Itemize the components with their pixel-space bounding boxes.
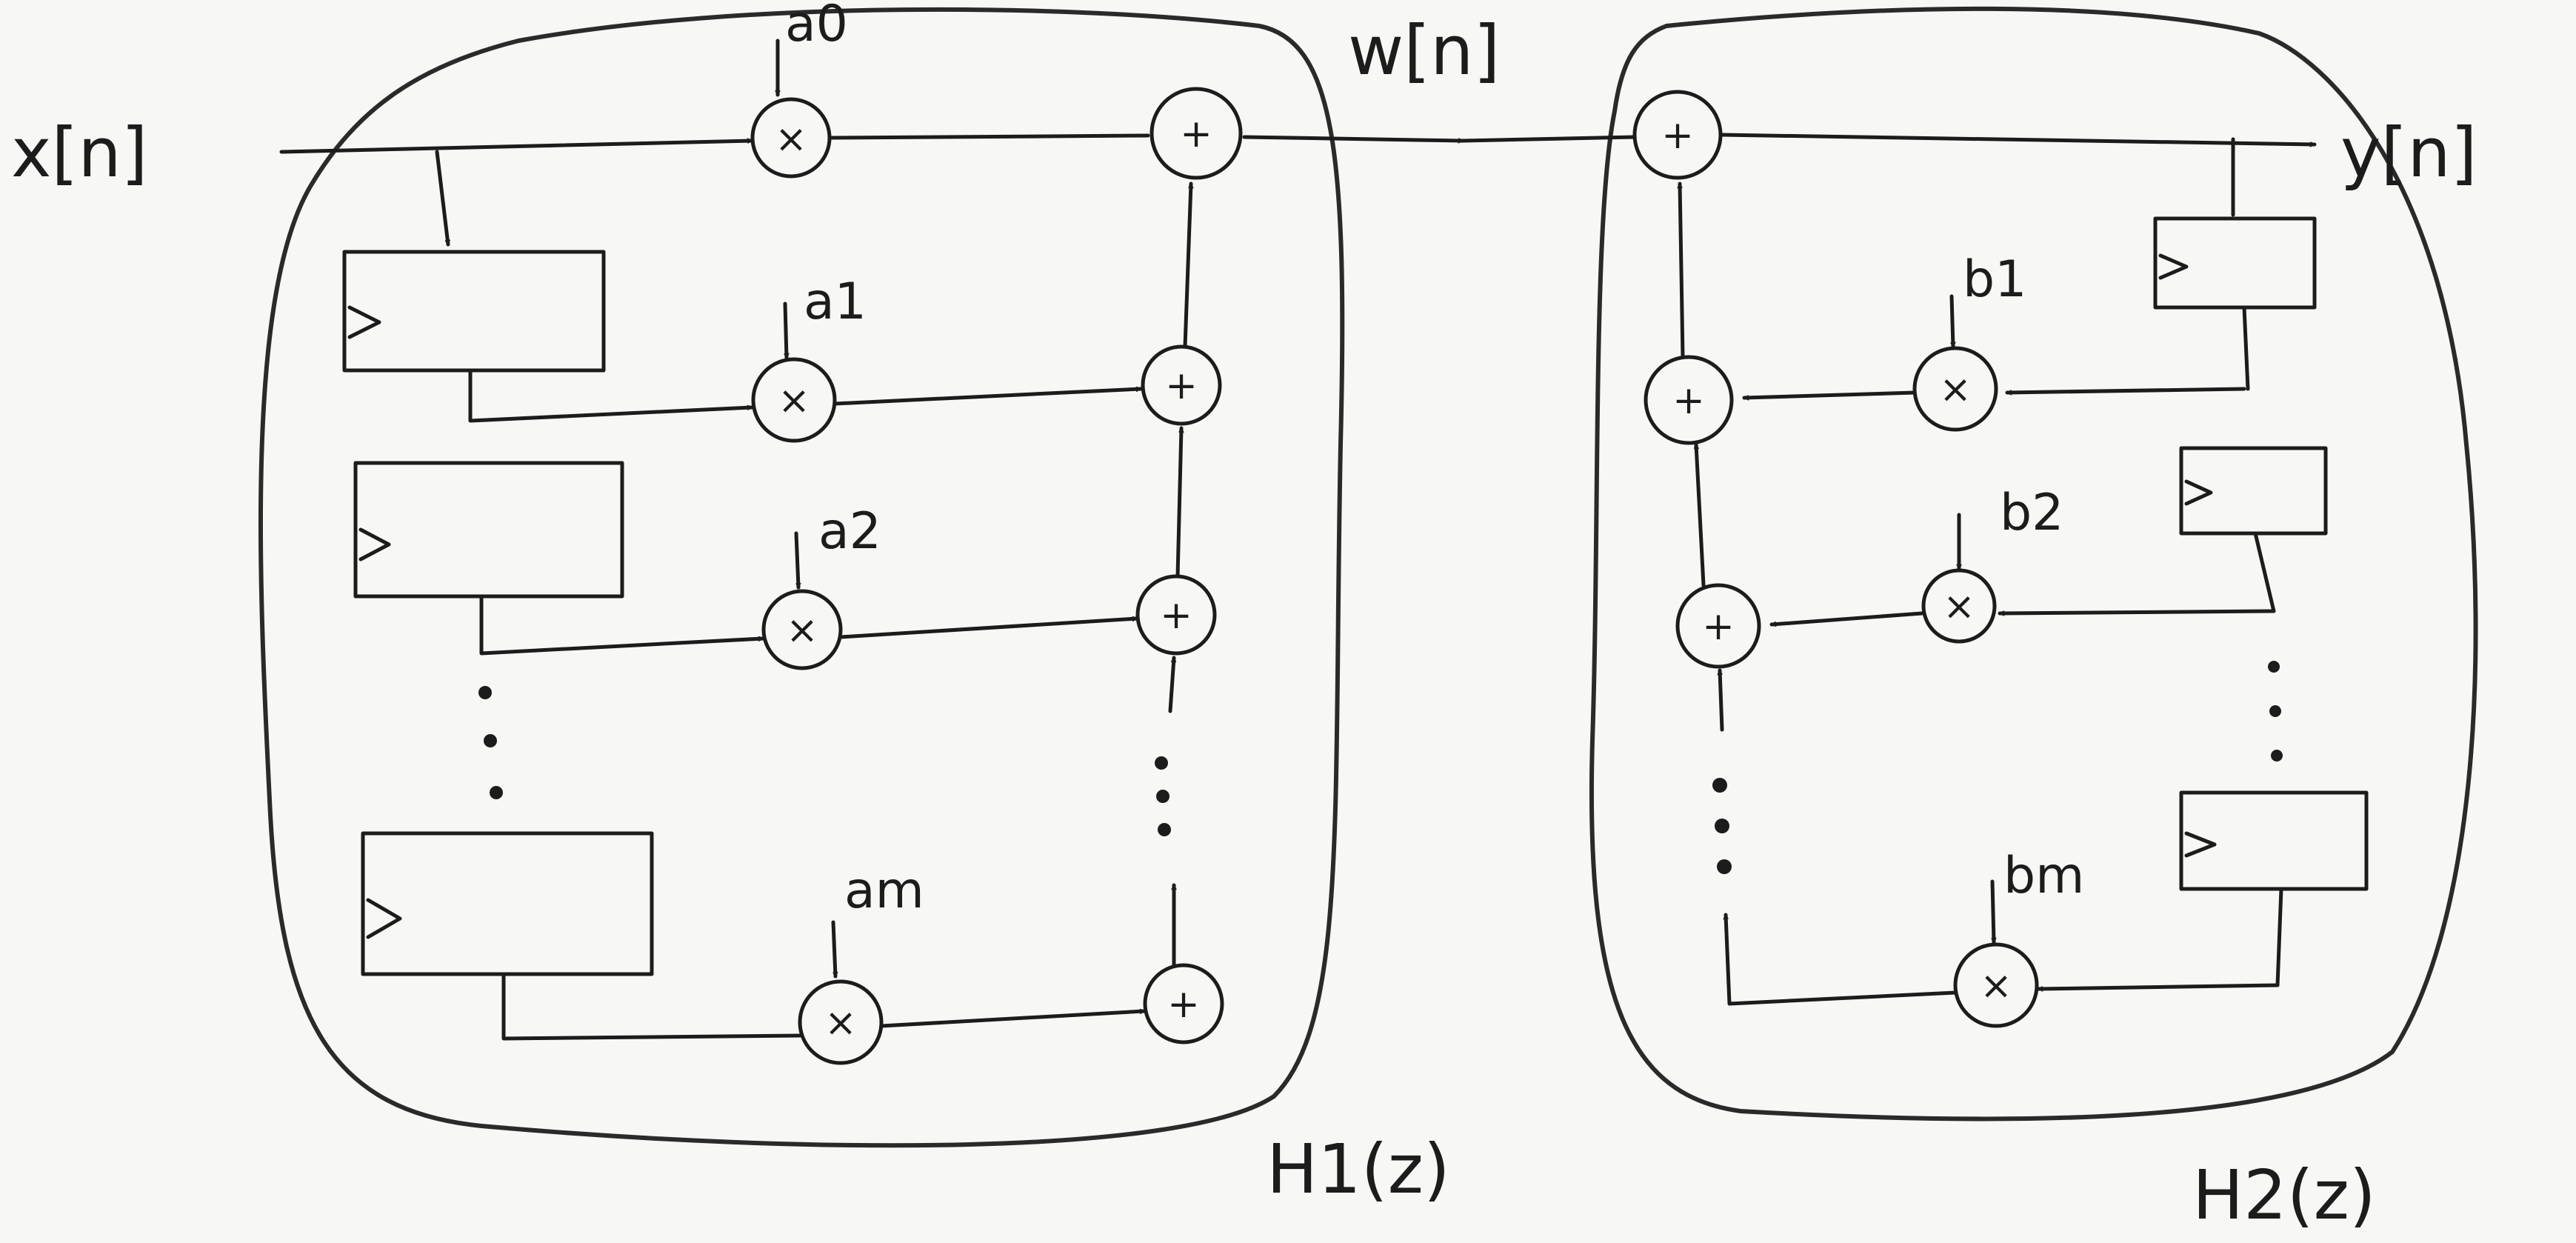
h2-chain-ellipsis-dot — [1712, 778, 1727, 793]
multiplier-am: × — [798, 979, 884, 1065]
h2-chain-up-1 — [1680, 181, 1685, 359]
svg-text:×: × — [1980, 964, 2012, 1008]
h1-tapm-line — [501, 972, 802, 1041]
h1-mult2-to-sum-line — [838, 619, 1139, 639]
h2-tap2-line — [1998, 609, 2276, 613]
svg-text:+: + — [1180, 112, 1212, 156]
h2-ellipsis-dot — [2269, 705, 2281, 717]
h1-chain-ellipsis-dot — [1155, 756, 1168, 770]
h1-adder-m: + — [1143, 963, 1224, 1044]
h2-adder-2: + — [1675, 583, 1761, 669]
svg-text:+: + — [1672, 379, 1705, 423]
svg-text:+: + — [1702, 604, 1735, 649]
h2-delay-2 — [2179, 446, 2328, 536]
bm-coef-arrow — [1990, 879, 1994, 944]
h1-delay-1 — [342, 250, 606, 373]
h1-delay-m — [361, 831, 654, 976]
coef-am-label: am — [844, 862, 924, 920]
a0-to-sum-line — [829, 133, 1150, 140]
input-signal-label: x[n] — [11, 113, 148, 193]
multiplier-a1: × — [751, 357, 837, 443]
h2-chain-up-2 — [1696, 442, 1706, 587]
h1-chain-up-1 — [1183, 181, 1191, 349]
h1-chain-ellipsis-dot — [1158, 823, 1171, 836]
coef-b2-label: b2 — [2000, 484, 2063, 542]
h1-adder-1: + — [1141, 344, 1222, 426]
coef-b1-label: b1 — [1963, 250, 2026, 309]
multiplier-bm: × — [1953, 942, 2039, 1028]
h2-spine-1 — [2242, 305, 2250, 391]
h2-tapm-line — [2036, 983, 2280, 989]
h1-adder-0: + — [1149, 87, 1243, 180]
h1-tap2-line — [479, 594, 765, 656]
svg-text:×: × — [1939, 367, 1972, 412]
h2-chain-ellipsis-dot — [1717, 859, 1732, 874]
h2-mult2-to-sum-line — [1769, 611, 1924, 624]
h2-ellipsis-dot — [2271, 750, 2283, 762]
h1-multm-to-sum-line — [879, 1011, 1147, 1028]
h2-tap1-line — [2005, 387, 2246, 393]
coef-a0-label: a0 — [785, 0, 848, 53]
h2-chain-ellipsis-dot — [1715, 819, 1729, 833]
h2-delay-m — [2179, 790, 2369, 891]
svg-text:+: + — [1160, 593, 1192, 638]
multiplier-b1: × — [1912, 346, 1998, 432]
h1-ellipsis-dot — [478, 686, 492, 699]
h1-ellipsis-dot — [484, 734, 497, 747]
h1-chain-up-3 — [1168, 656, 1174, 713]
h1-ellipsis-dot — [490, 786, 503, 799]
w-line — [1242, 135, 1465, 141]
intermediate-signal-label: w[n] — [1348, 11, 1500, 90]
h1-mult1-to-sum-line — [832, 389, 1143, 406]
am-coef-arrow — [831, 920, 835, 979]
svg-text:+: + — [1661, 113, 1694, 158]
b1-coef-arrow — [1949, 294, 1953, 349]
h2-spine-2 — [2253, 531, 2276, 613]
a1-coef-arrow — [783, 301, 787, 360]
h1-chain-ellipsis-dot — [1156, 790, 1169, 803]
coef-a2-label: a2 — [818, 502, 881, 561]
svg-text:×: × — [775, 117, 807, 161]
w-to-sum-line — [1461, 135, 1637, 143]
h2-region-outline — [1589, 6, 2478, 1122]
svg-text:×: × — [786, 608, 818, 653]
output-line — [1720, 133, 2317, 144]
h2-delay-1 — [2153, 216, 2317, 310]
h2-ellipsis-dot — [2268, 661, 2280, 673]
h2-spine-3 — [2275, 887, 2283, 987]
svg-text:×: × — [778, 379, 810, 423]
output-signal-label: y[n] — [2340, 113, 2477, 193]
multiplier-a2: × — [761, 589, 843, 670]
h2-adder-1: + — [1644, 355, 1734, 445]
h2-multm-to-chain-line — [1726, 913, 1958, 1006]
h1-region-outline — [258, 7, 1345, 1148]
svg-text:×: × — [824, 1001, 857, 1045]
h1-chain-up-2 — [1175, 426, 1181, 579]
svg-text:×: × — [1943, 584, 1975, 629]
h2-mult1-to-sum-line — [1742, 390, 1917, 398]
h2-adder-0: + — [1632, 90, 1723, 180]
h1-tap-line — [435, 150, 448, 247]
svg-text:+: + — [1165, 364, 1198, 408]
h1-adder-2: + — [1135, 574, 1217, 656]
coef-bm-label: bm — [2003, 847, 2084, 905]
multiplier-a0: × — [750, 97, 832, 179]
svg-text:+: + — [1167, 982, 1200, 1027]
h1-block-label: H1(z) — [1267, 1130, 1450, 1209]
h2-block-label: H2(z) — [2192, 1156, 2376, 1235]
h1-tap1-line — [468, 368, 754, 423]
h1-delay-2 — [353, 461, 624, 599]
coef-a1-label: a1 — [804, 273, 867, 331]
input-line — [279, 141, 754, 154]
a2-coef-arrow — [794, 531, 798, 590]
h2-chain-up-3 — [1720, 668, 1724, 732]
multiplier-b2: × — [1921, 568, 1997, 644]
